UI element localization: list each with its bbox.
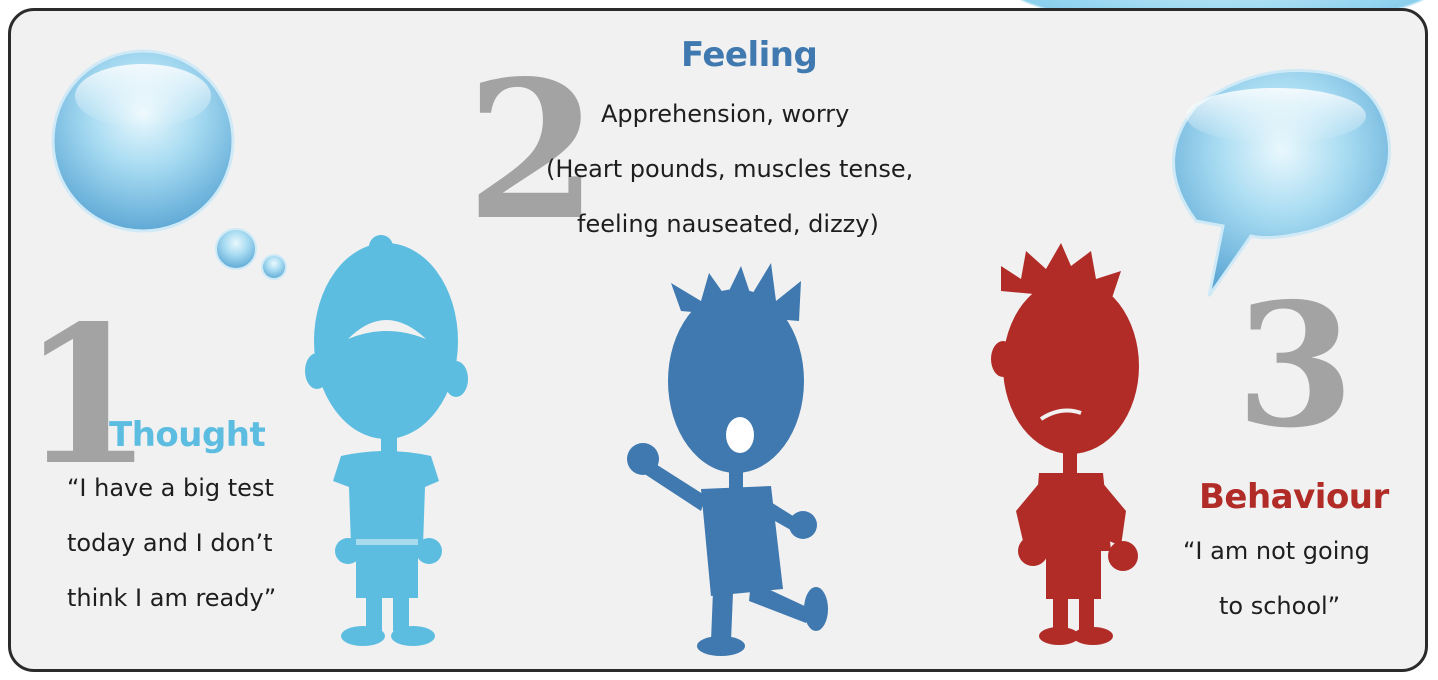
thought-line-1: “I have a big test [67, 471, 274, 506]
thought-bubble-icon [53, 51, 286, 279]
anxious-boy-figure [627, 263, 828, 656]
behaviour-title: Behaviour [1199, 477, 1389, 517]
defiant-boy-figure [991, 243, 1139, 645]
thought-line-2: today and I don’t [67, 526, 273, 561]
speech-bubble-icon [1174, 70, 1390, 296]
thought-line-3: think I am ready” [67, 581, 276, 616]
behaviour-line-2: to school” [1219, 589, 1340, 624]
behaviour-line-1: “I am not going [1183, 534, 1370, 569]
thought-title: Thought [109, 415, 265, 455]
feeling-line-3: feeling nauseated, dizzy) [577, 207, 879, 242]
step-number-1: 1 [21, 301, 153, 491]
feeling-line-1: Apprehension, worry [601, 97, 849, 132]
cbt-diagram-panel: 2 Feeling Apprehension, worry (Heart pou… [8, 8, 1428, 672]
feeling-line-2: (Heart pounds, muscles tense, [546, 152, 913, 187]
step-number-3: 3 [1236, 281, 1354, 451]
feeling-title: Feeling [681, 35, 817, 75]
worried-boy-figure [305, 235, 468, 646]
